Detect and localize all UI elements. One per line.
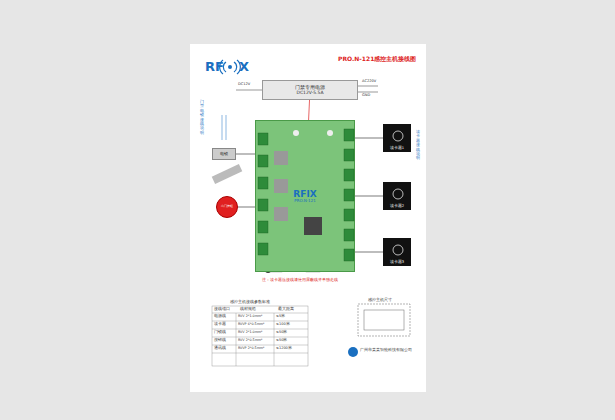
label: 最大距离: [278, 308, 294, 312]
node-text: 电锁: [220, 152, 228, 157]
label: ≤100米: [276, 323, 290, 327]
label: 感控主机尺寸: [368, 298, 392, 302]
label: 线材规格: [240, 308, 256, 312]
label: 电源线: [214, 315, 226, 319]
wire: [238, 207, 255, 208]
node-text: 读卡器1: [390, 146, 404, 150]
card-reader: 读卡器1: [383, 124, 411, 152]
label: RVV 2*1.0mm²: [238, 315, 262, 319]
label: 读卡器接线说明: [416, 130, 420, 161]
label: 接线端口: [214, 308, 230, 312]
label: AC220V: [362, 80, 376, 84]
label: 注：读卡器连接线请使用屏蔽线并单独走线: [262, 278, 338, 282]
card-reader: 读卡器2: [383, 182, 411, 210]
label: RVV 2*0.5mm²: [238, 339, 262, 343]
wire: [355, 252, 383, 253]
label: ≤1200米: [276, 347, 292, 351]
label: RVVP 6*0.5mm²: [238, 323, 264, 327]
card-reader: 读卡器3: [383, 238, 411, 266]
electric-lock: 电锁: [212, 148, 236, 160]
wire: [355, 196, 383, 197]
label: RVVP 2*0.5mm²: [238, 347, 264, 351]
label: 通讯线: [214, 347, 226, 351]
label: 感控主机接线参数标准: [230, 300, 270, 304]
diagram-title: PRO.N-121感控主机接线图: [338, 56, 416, 63]
label: 门禁电锁接线说明: [200, 100, 204, 135]
label: RVV 2*1.0mm²: [238, 331, 262, 335]
exit-button: 出门按钮: [216, 196, 238, 218]
power-supply: 门禁专用电源DC12V-5.5A: [262, 80, 358, 100]
wire: [308, 100, 310, 120]
label: 按钮线: [214, 339, 226, 343]
node-text: 读卡器2: [390, 204, 404, 208]
label: ≤50米: [276, 331, 287, 335]
label: 门锁线: [214, 331, 226, 335]
label: 读卡器: [214, 323, 226, 327]
label: GND: [362, 94, 370, 98]
label: ≤50米: [276, 339, 287, 343]
label: X: [239, 60, 249, 74]
label: 广州市某某智能科技有限公司: [360, 349, 412, 353]
node-subtext: DC12V-5.5A: [296, 90, 323, 95]
node-text: RFIX: [293, 189, 316, 199]
node-text: 门禁专用电源: [295, 85, 325, 90]
label: ≤5米: [276, 315, 285, 319]
label: RF: [205, 60, 224, 74]
node-subtext: PRO.N-121: [294, 199, 316, 204]
node-text: 读卡器3: [390, 260, 404, 264]
node-text: 出门按钮: [221, 205, 233, 209]
wire: [355, 138, 383, 139]
controller-board: RFIXPRO.N-121: [255, 120, 355, 272]
wire: [236, 154, 255, 155]
label: DC12V: [238, 83, 250, 87]
